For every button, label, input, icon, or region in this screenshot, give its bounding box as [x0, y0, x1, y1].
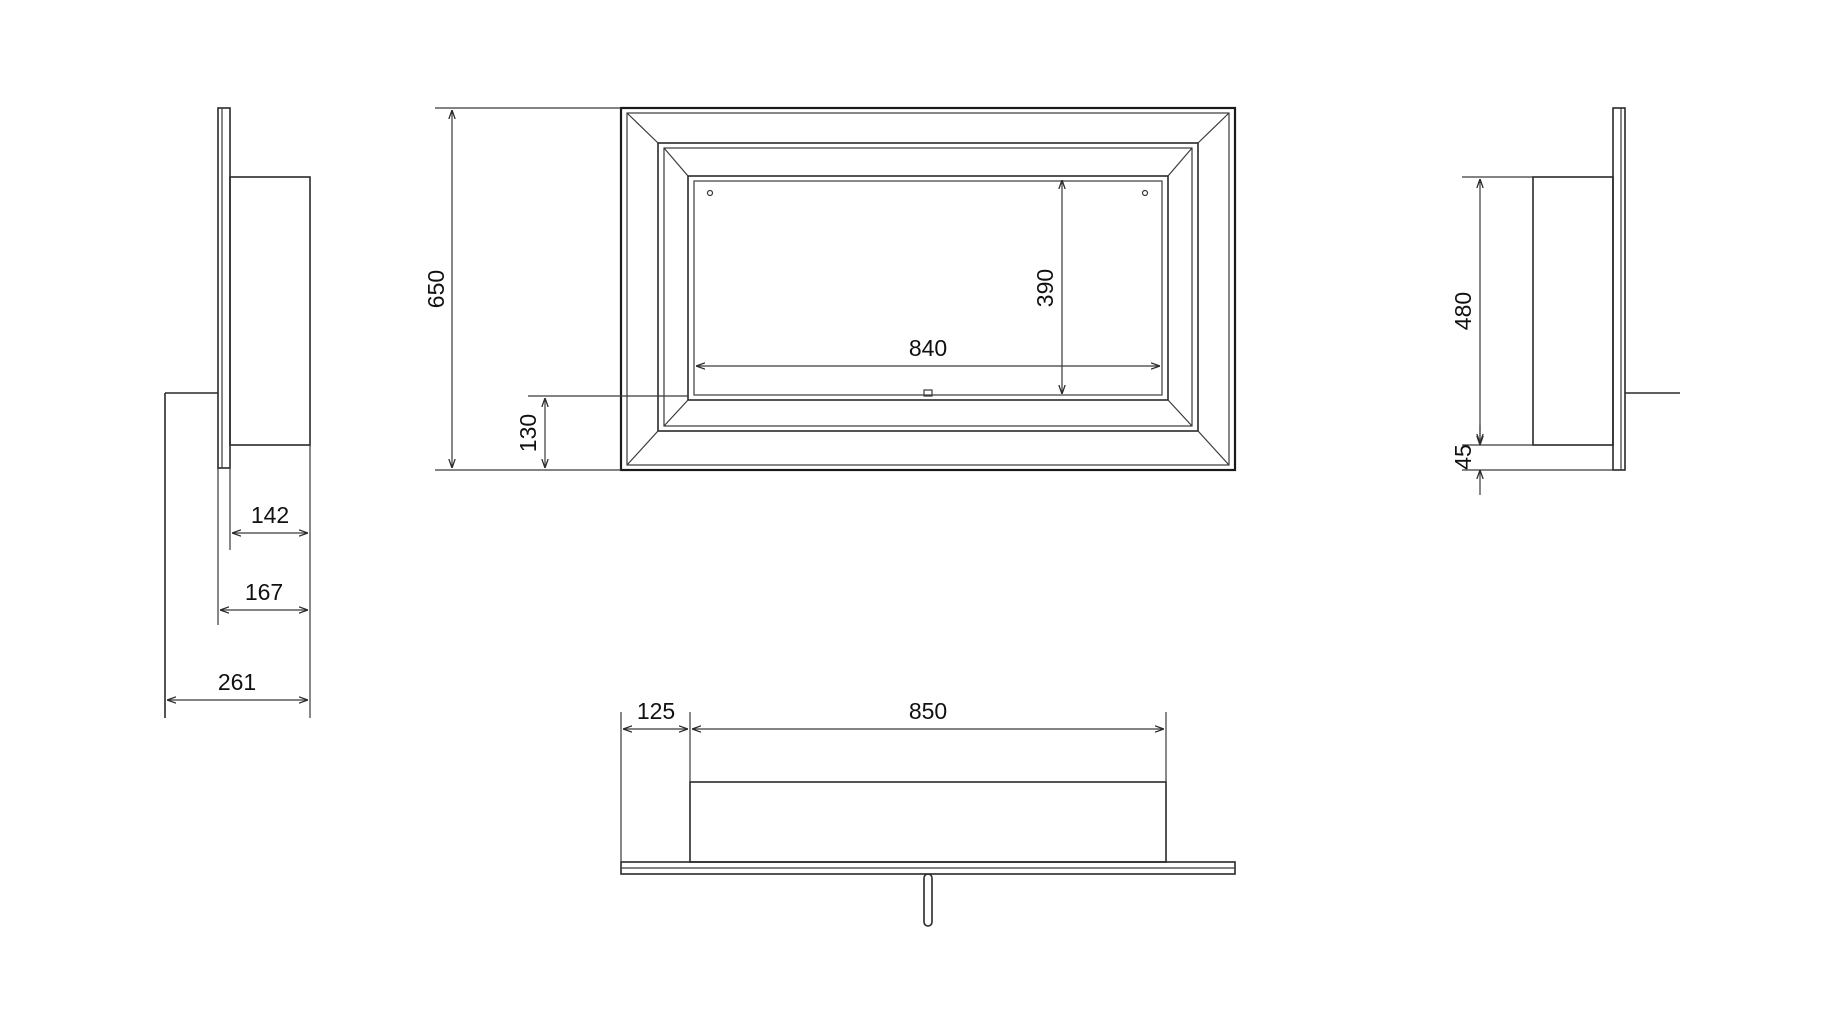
top-handle — [923, 873, 933, 927]
front-view: 650 130 390 840 — [423, 106, 1237, 472]
right-side-view: 480 45 — [1450, 107, 1680, 495]
dim-130-label: 130 — [515, 414, 541, 452]
front-glass-frame — [687, 175, 1169, 401]
dim-261-label: 261 — [218, 669, 256, 695]
top-view: 125 850 — [620, 698, 1236, 927]
screw-right-icon — [1141, 189, 1149, 197]
right-body — [1532, 176, 1614, 446]
dim-480-label: 480 — [1450, 292, 1476, 330]
dim-650-label: 650 — [423, 270, 449, 308]
dim-840-label: 840 — [909, 335, 947, 361]
front-outer-frame — [619, 106, 1237, 472]
screw-left-icon — [706, 189, 714, 197]
dim-167-label: 167 — [245, 579, 283, 605]
dim-850-label: 850 — [909, 698, 947, 724]
dim-125-label: 125 — [637, 698, 675, 724]
right-front-plate — [1612, 107, 1626, 471]
front-middle-frame — [657, 142, 1199, 432]
dim-45-label: 45 — [1450, 444, 1476, 470]
left-front-plate — [217, 107, 231, 469]
dim-390-label: 390 — [1032, 269, 1058, 307]
front-tab — [923, 389, 933, 397]
dim-142-label: 142 — [251, 502, 289, 528]
left-body — [229, 176, 311, 446]
left-side-view: 142 167 261 — [164, 107, 311, 718]
top-body — [689, 781, 1167, 863]
